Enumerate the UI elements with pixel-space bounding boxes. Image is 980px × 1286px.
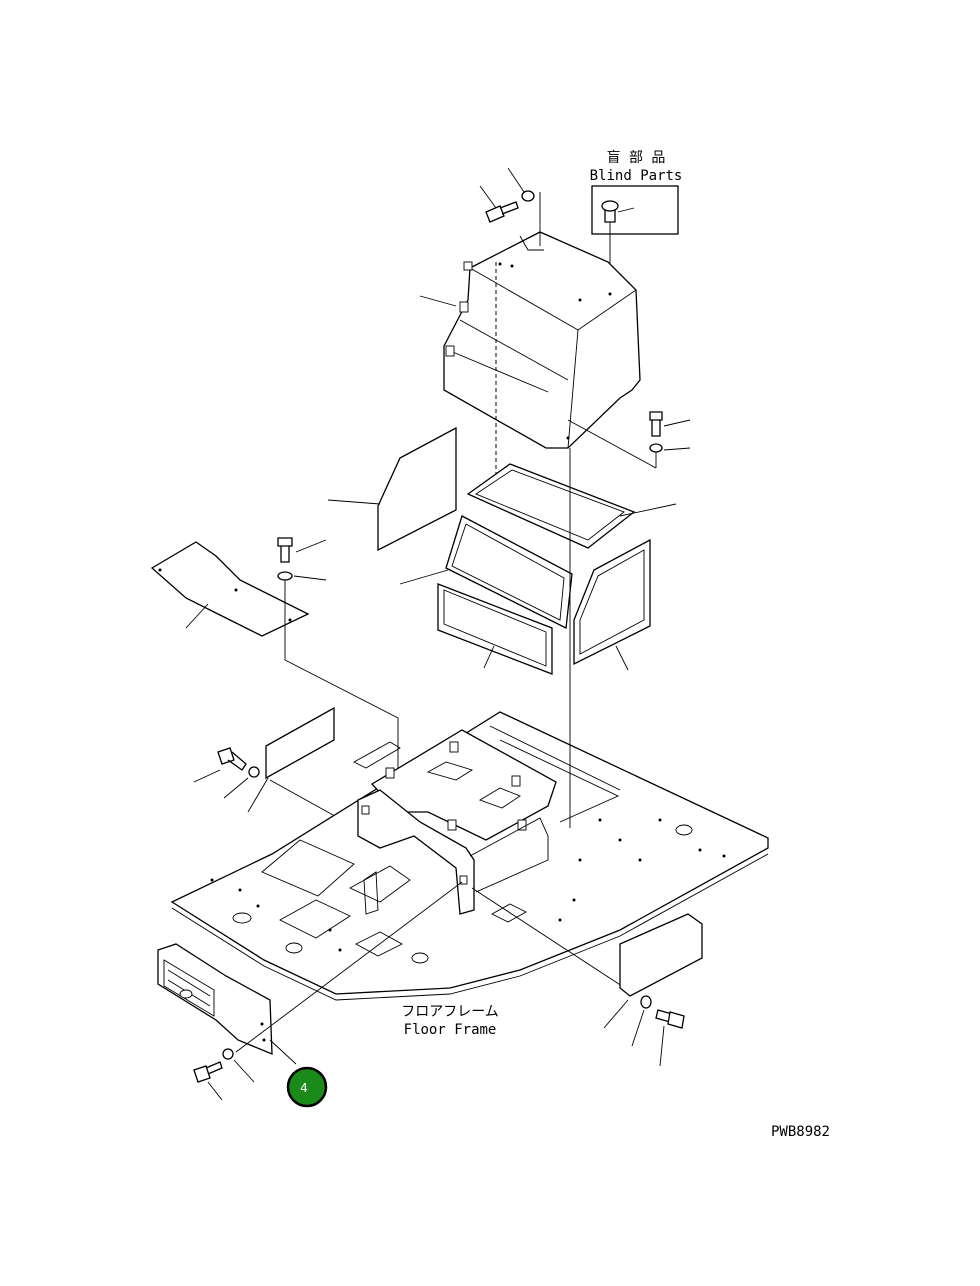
front-bolt-icon	[193, 1061, 223, 1101]
floor-frame-jp-label: フロアフレーム	[401, 1004, 499, 1020]
blind-parts-en-label: Blind Parts	[590, 168, 683, 184]
right-washer-icon	[567, 419, 691, 469]
blind-screw-icon	[601, 200, 635, 282]
blind-parts-group: 盲 部 品 Blind Parts	[590, 149, 683, 282]
front-grille-cover	[157, 881, 463, 1065]
floor-frame-en-label: Floor Frame	[404, 1022, 497, 1038]
front-glass-upper	[399, 515, 573, 629]
top-cover-part	[419, 192, 641, 496]
roof-glass-panel	[466, 463, 677, 549]
left-bolt-icon	[193, 747, 247, 783]
callout-number[interactable]: 4	[300, 1081, 308, 1095]
right-side-cover	[603, 913, 703, 1029]
top-bolt-icon	[479, 185, 519, 223]
blind-parts-box	[591, 185, 679, 235]
floor-mat-left	[150, 541, 310, 637]
front-washer-icon	[222, 1048, 255, 1083]
seat-mount-plate	[353, 729, 557, 841]
top-washer-icon	[507, 167, 535, 202]
guide-line-bracket	[471, 887, 629, 991]
front-glass-lower	[437, 583, 553, 675]
right-bolt-bottom-icon	[655, 1009, 685, 1067]
mat-bolt-icon	[277, 537, 327, 563]
right-bolt-icon	[649, 411, 691, 437]
callout-circle[interactable]	[286, 1066, 328, 1108]
side-glass-left	[327, 426, 457, 552]
blind-parts-jp-label: 盲 部 品	[607, 149, 666, 166]
left-washer-icon	[223, 766, 260, 799]
side-glass-right	[573, 538, 651, 671]
seat-bracket	[357, 789, 549, 915]
right-washer-bottom-icon	[631, 995, 652, 1047]
drawing-code-label: PWB8982	[771, 1124, 830, 1140]
callout-marker-4[interactable]: 4	[286, 1066, 328, 1108]
